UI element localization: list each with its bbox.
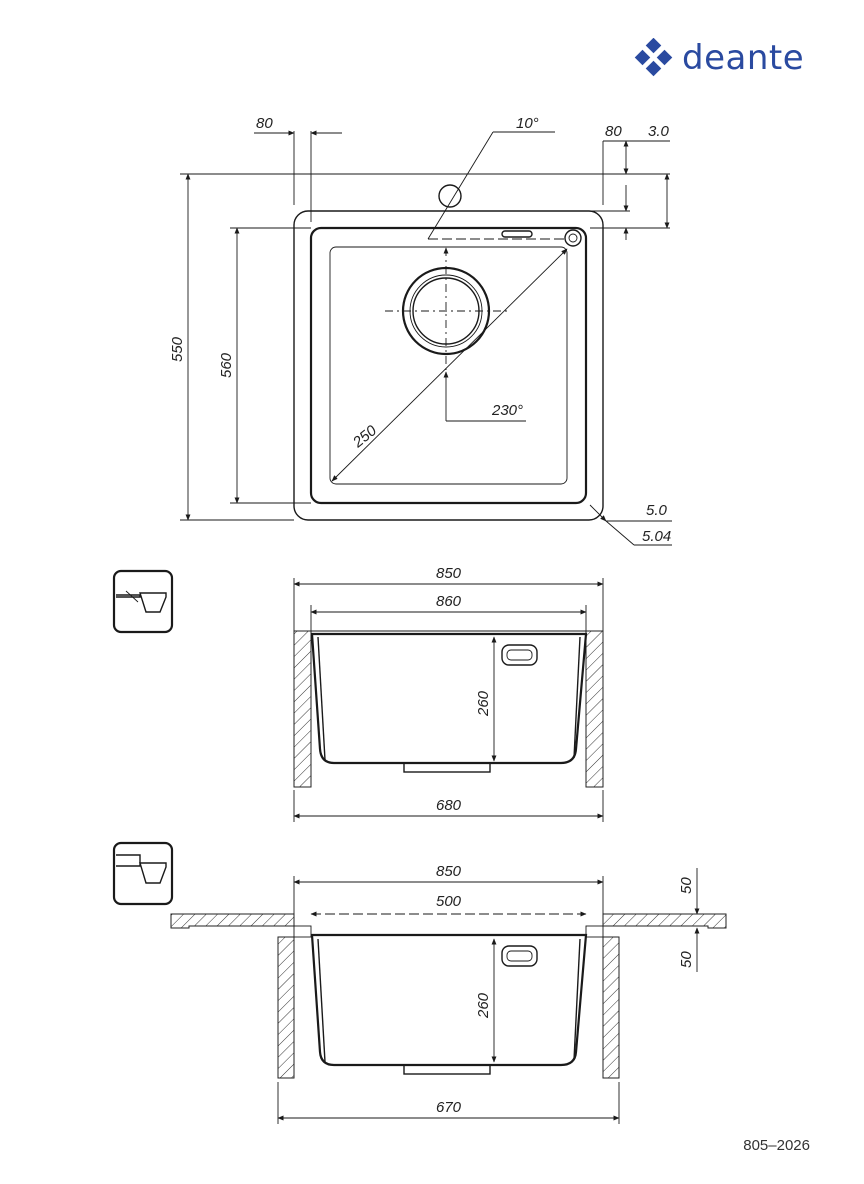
flush-mounting-icon	[112, 841, 174, 906]
dim-tap-offset-top: 80	[256, 115, 273, 132]
sink-outer-rim	[293, 210, 604, 521]
dim-diagonal: 250	[349, 422, 380, 452]
brand-name: deante	[682, 38, 805, 78]
dim-drain-angle: 230°	[491, 402, 523, 419]
bowl-profile-flush	[310, 933, 588, 1067]
brand-logo: deante	[634, 38, 804, 78]
dim-countertop-thickness: 50	[678, 877, 695, 894]
overflow-hole	[564, 229, 582, 247]
top-view: 10° 80 80 3.0 550 560 250 230°	[169, 115, 672, 546]
dim-cabinet-width-flush: 670	[436, 1099, 462, 1116]
dim-top-width-flush: 850	[436, 863, 462, 880]
dim-cabinet-width: 680	[436, 797, 462, 814]
dim-outer-height: 550	[169, 336, 186, 362]
dim-radius-inner: 5.0	[646, 502, 668, 519]
dim-radius-outer: 5.04	[642, 528, 671, 545]
sink-inner-rim	[309, 226, 588, 505]
dim-angle-10: 10°	[516, 115, 539, 132]
overflow-slot-side	[501, 644, 538, 666]
section-flush: 850 500 260 670 50 50	[112, 841, 727, 1124]
overflow-slot	[501, 230, 533, 238]
dim-bowl-width: 860	[436, 593, 462, 610]
undermount-mounting-icon	[112, 569, 174, 634]
dim-inner-height: 560	[218, 352, 235, 378]
brand-diamond-icon	[634, 38, 673, 77]
dim-bowl-width-flush: 500	[436, 893, 462, 910]
drawing-code: 805–2026	[743, 1137, 810, 1154]
dim-edge-height: 3.0	[648, 123, 670, 140]
tap-hole	[438, 184, 462, 208]
section-undermount: 850 860 260 680	[112, 565, 604, 822]
dim-depth: 260	[475, 690, 492, 717]
dim-top-width: 850	[436, 565, 462, 582]
dim-tap-offset-right: 80	[605, 123, 622, 140]
dim-lower-offset: 50	[678, 951, 695, 968]
dim-depth-flush: 260	[475, 992, 492, 1019]
bowl-profile	[310, 632, 588, 765]
overflow-slot-side-flush	[501, 945, 538, 967]
